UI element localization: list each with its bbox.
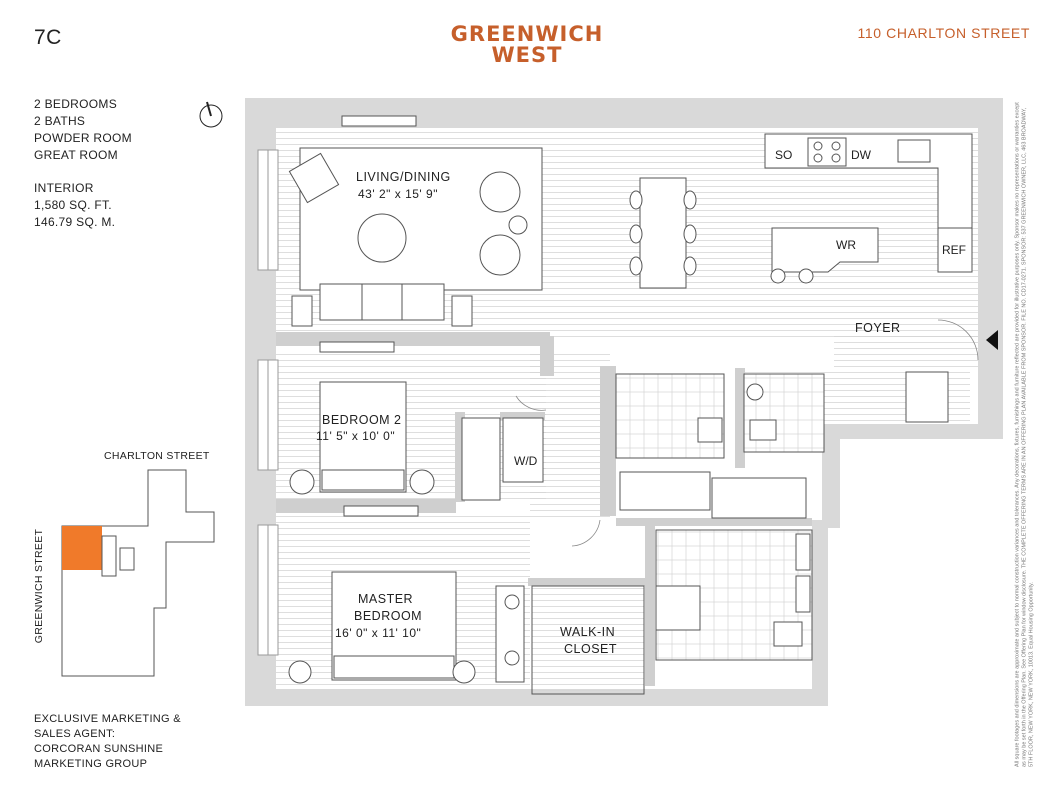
foyer-closet xyxy=(905,371,949,423)
keyplan-street-top: CHARLTON STREET xyxy=(104,450,210,462)
spec-baths: 2 BATHS xyxy=(34,114,86,128)
spec-sqm: 146.79 SQ. M. xyxy=(34,215,116,229)
room-bed2-name: BEDROOM 2 xyxy=(322,413,402,427)
room-master-dim: 16' 0" x 11' 10" xyxy=(335,626,421,640)
living-furniture xyxy=(288,115,543,327)
bedroom2-furniture xyxy=(289,341,544,501)
unit-specs: 2 BEDROOMS 2 BATHS POWDER ROOM GREAT ROO… xyxy=(34,96,132,231)
laundry-label-wd: W/D xyxy=(514,454,538,468)
agent-line-1: EXCLUSIVE MARKETING & xyxy=(34,713,181,725)
kitchen-island xyxy=(770,227,879,284)
room-master-name-1: MASTER xyxy=(358,592,413,606)
bathrooms xyxy=(615,373,825,661)
key-plan-highlight xyxy=(62,526,102,570)
key-plan xyxy=(61,469,215,677)
spec-bedrooms: 2 BEDROOMS xyxy=(34,97,118,111)
spec-sqft: 1,580 SQ. FT. xyxy=(34,198,112,212)
agent-line-2: SALES AGENT: xyxy=(34,728,116,740)
room-living-name: LIVING/DINING xyxy=(356,170,451,184)
brand-line-2: WEST xyxy=(491,43,563,67)
room-living-dim: 43' 2" x 15' 9" xyxy=(358,187,438,201)
room-closet-name-1: WALK-IN xyxy=(560,625,615,639)
spec-interior-label: INTERIOR xyxy=(34,181,94,195)
brand-logo: GREENWICH WEST xyxy=(440,24,614,66)
room-foyer-name: FOYER xyxy=(855,321,901,335)
unit-number: 7C xyxy=(34,26,62,49)
agent-line-4: MARKETING GROUP xyxy=(34,758,148,770)
entry-arrow-icon xyxy=(986,330,998,350)
kitchen-label-wr: WR xyxy=(836,238,856,252)
room-closet-name-2: CLOSET xyxy=(564,642,617,656)
master-furniture xyxy=(288,505,525,684)
spec-powder-room: POWDER ROOM xyxy=(34,131,132,145)
spec-great-room: GREAT ROOM xyxy=(34,148,118,162)
kitchen-counter xyxy=(764,133,973,273)
north-arrow-icon xyxy=(199,101,223,128)
kitchen-label-dw: DW xyxy=(851,148,872,162)
kitchen-label-so: SO xyxy=(775,148,792,162)
dining-table xyxy=(629,177,697,289)
brand-line-1: GREENWICH xyxy=(450,22,604,46)
marketing-agent: EXCLUSIVE MARKETING & SALES AGENT: CORCO… xyxy=(34,712,181,772)
kitchen-label-ref: REF xyxy=(942,243,966,257)
windows-left xyxy=(257,149,279,656)
walk-in-closet xyxy=(531,585,645,695)
building-address: 110 CHARLTON STREET xyxy=(857,25,1030,41)
room-master-name-2: BEDROOM xyxy=(354,609,422,623)
door-swings xyxy=(515,319,979,547)
agent-line-3: CORCORAN SUNSHINE xyxy=(34,743,164,755)
room-bed2-dim: 11' 5" x 10' 0" xyxy=(316,429,395,443)
